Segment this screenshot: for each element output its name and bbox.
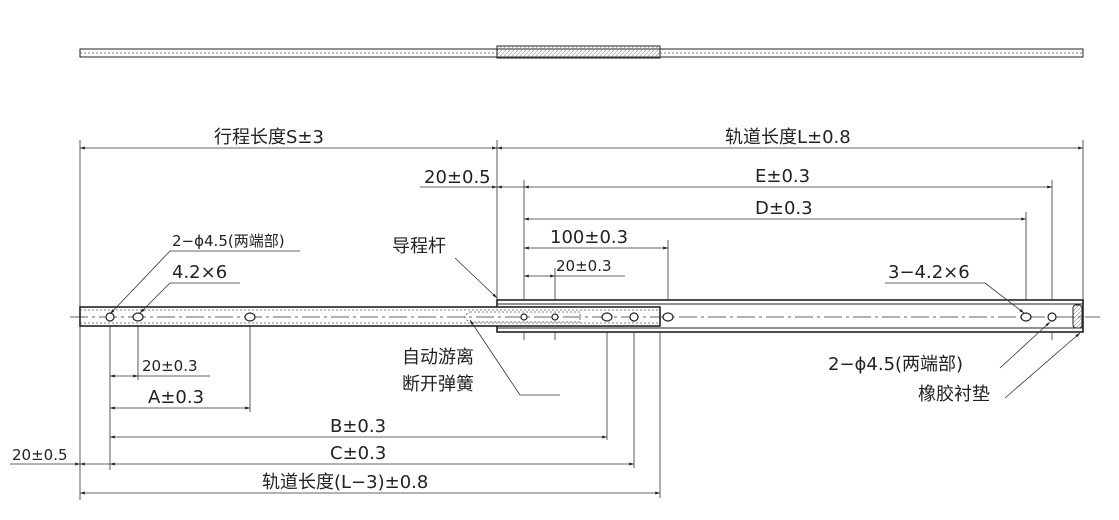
upper-20-label: 20±0.3 (556, 257, 612, 275)
rail-length-l3-label: 轨道长度(L−3)±0.8 (262, 472, 428, 493)
c-dimension-label: C±0.3 (330, 443, 386, 464)
b-dimension-label: B±0.3 (330, 416, 386, 437)
rubber-pad-label: 橡胶衬垫 (918, 384, 990, 405)
left-holes-label: 2−ϕ4.5(两端部) (172, 232, 285, 250)
hole-icon (520, 313, 528, 321)
left-slot-label: 4.2×6 (172, 262, 227, 283)
slot-icon (601, 312, 613, 322)
rail-length-label: 轨道长度L±0.8 (725, 127, 851, 148)
inner-rail (79, 306, 661, 327)
dimension-lines (10, 146, 1083, 495)
right-holes-label: 2−ϕ4.5(两端部) (828, 354, 963, 375)
hole-icon (1047, 312, 1057, 322)
slot-icon (1020, 312, 1032, 322)
hole-icon (629, 312, 639, 322)
slot-icon (662, 312, 674, 322)
holes (105, 312, 1057, 322)
stroke-length-label: 行程长度S±3 (214, 127, 324, 148)
e-dimension-label: E±0.3 (755, 166, 810, 187)
lower-20-label: 20±0.3 (142, 357, 198, 375)
d100-dimension-label: 100±0.3 (550, 227, 628, 248)
bottom-20-label: 20±0.5 (12, 446, 68, 464)
slot-icon (132, 312, 144, 322)
hole-icon (105, 312, 115, 322)
top-20-label: 20±0.5 (424, 167, 491, 188)
guide-rod-label: 导程杆 (392, 236, 446, 257)
spring-label-line1: 自动游离 (402, 347, 474, 368)
rubber-pad (1072, 304, 1083, 329)
slot-icon (244, 312, 256, 322)
top-view-rail (79, 45, 1084, 59)
a-dimension-label: A±0.3 (148, 387, 204, 408)
d-dimension-label: D±0.3 (755, 198, 813, 219)
right-slots-label: 3−4.2×6 (888, 262, 970, 283)
hole-icon (551, 313, 559, 321)
spring-label-line2: 断开弹簧 (402, 374, 474, 395)
